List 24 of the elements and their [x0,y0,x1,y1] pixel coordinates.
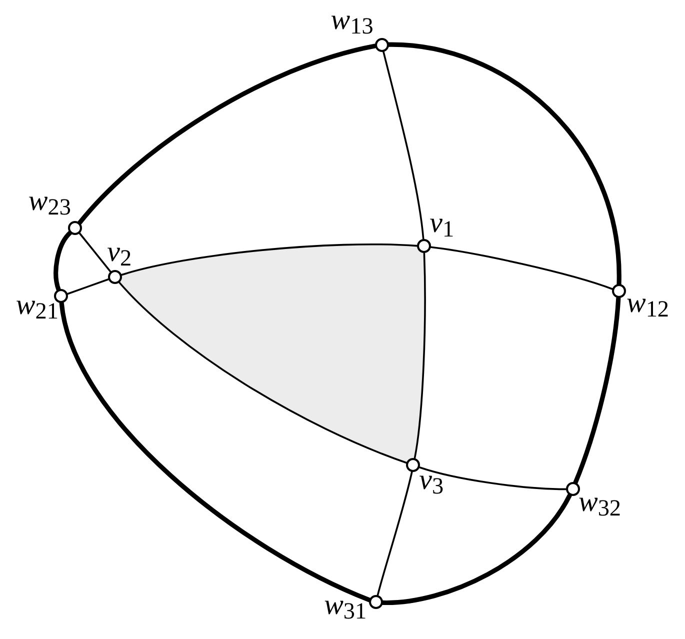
edge-line [430,246,614,290]
boundary-line [78,44,378,225]
edge-line [78,232,112,272]
edge-line [382,50,424,240]
edge-line [118,282,408,464]
vertex-label: w$_{32}$ [578,488,621,521]
vertex-label: w$_{31}$ [324,590,367,624]
boundary-line [59,300,372,602]
vertex-label: w$_{21}$ [16,291,58,324]
vertex-label: w$_{13}$ [330,6,374,39]
vertex-label: w$_{23}$ [28,187,71,220]
edge-line [419,466,567,490]
boundary-line [386,42,622,287]
edge-line [66,278,110,295]
vertex-label: v$_{3}$ [419,466,444,499]
boundary-line [380,493,572,605]
vertex-label: v$_{2}$ [107,238,132,272]
edge-line [414,252,426,460]
edge-line [376,471,413,597]
edge-line [120,243,418,276]
boundary-line [54,230,72,292]
vertex-label: v$_{1}$ [430,209,454,242]
vertex-label: w$_{12}$ [626,289,669,322]
boundary-line [573,296,621,485]
